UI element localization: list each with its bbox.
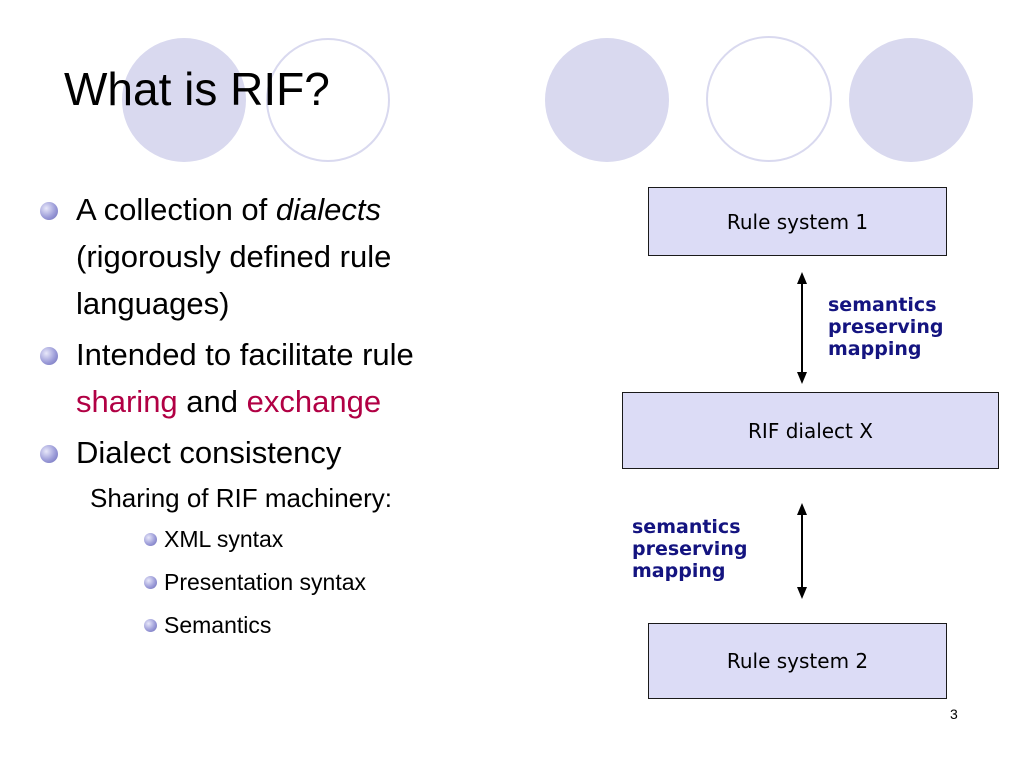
- decor-circle-4: [706, 36, 832, 162]
- mapping-label-line: semantics: [828, 294, 937, 316]
- bullet-text: A collection of: [76, 192, 276, 227]
- mapping-label-upper: semantics preserving mapping: [828, 294, 943, 360]
- bullet-icon: [40, 202, 58, 220]
- decor-circle-3: [545, 38, 669, 162]
- sub-bullet-text: Semantics: [164, 612, 272, 638]
- decor-circle-1: [122, 38, 246, 162]
- mapping-label-line: semantics: [632, 516, 741, 538]
- bullet-accent-exchange: exchange: [246, 384, 382, 419]
- sub-bullet-icon: [144, 533, 157, 546]
- bullet-text: Intended to facilitate rule: [76, 337, 414, 372]
- bullet-text-and: and: [177, 384, 247, 419]
- bullet-text: Dialect consistency: [76, 435, 342, 470]
- double-arrow-icon-upper: [797, 272, 807, 384]
- mapping-label-line: mapping: [828, 338, 922, 360]
- sub-bullet-item: Presentation syntax: [38, 561, 538, 604]
- bullet-item-sharing: Intended to facilitate rule sharing and …: [38, 331, 538, 425]
- bullet-emphasis: dialects: [275, 192, 382, 227]
- bullet-item-dialects: A collection of dialects (rigorously def…: [38, 186, 538, 327]
- bullet-icon: [40, 347, 58, 365]
- sub-bullet-icon: [144, 619, 157, 632]
- bullet-list: A collection of dialects (rigorously def…: [38, 186, 538, 647]
- decor-circle-5: [849, 38, 973, 162]
- bullet-accent-sharing: sharing: [76, 384, 178, 419]
- sub-heading: Sharing of RIF machinery:: [90, 483, 393, 513]
- mapping-label-line: preserving: [828, 316, 944, 338]
- double-arrow-icon-lower: [797, 503, 807, 599]
- box-rule-system-1: Rule system 1: [648, 187, 947, 256]
- mapping-label-lower: semantics preserving mapping: [632, 516, 747, 582]
- page-number: 3: [950, 706, 958, 722]
- bullet-icon: [40, 445, 58, 463]
- box-rif-dialect-x: RIF dialect X: [622, 392, 999, 469]
- bullet-item-consistency: Dialect consistency: [38, 429, 538, 476]
- bullet-text-continued: (rigorously defined rule languages): [76, 239, 392, 321]
- sub-bullet-item: Semantics: [38, 604, 538, 647]
- sub-bullet-icon: [144, 576, 157, 589]
- sub-bullet-text: Presentation syntax: [164, 569, 367, 595]
- slide-title: What is RIF?: [64, 63, 330, 115]
- mapping-label-line: mapping: [632, 560, 726, 582]
- sub-bullet-text: XML syntax: [164, 526, 284, 552]
- box-rule-system-2: Rule system 2: [648, 623, 947, 699]
- decor-circle-2: [266, 38, 390, 162]
- mapping-label-line: preserving: [632, 538, 748, 560]
- sub-bullet-item: XML syntax: [38, 518, 538, 561]
